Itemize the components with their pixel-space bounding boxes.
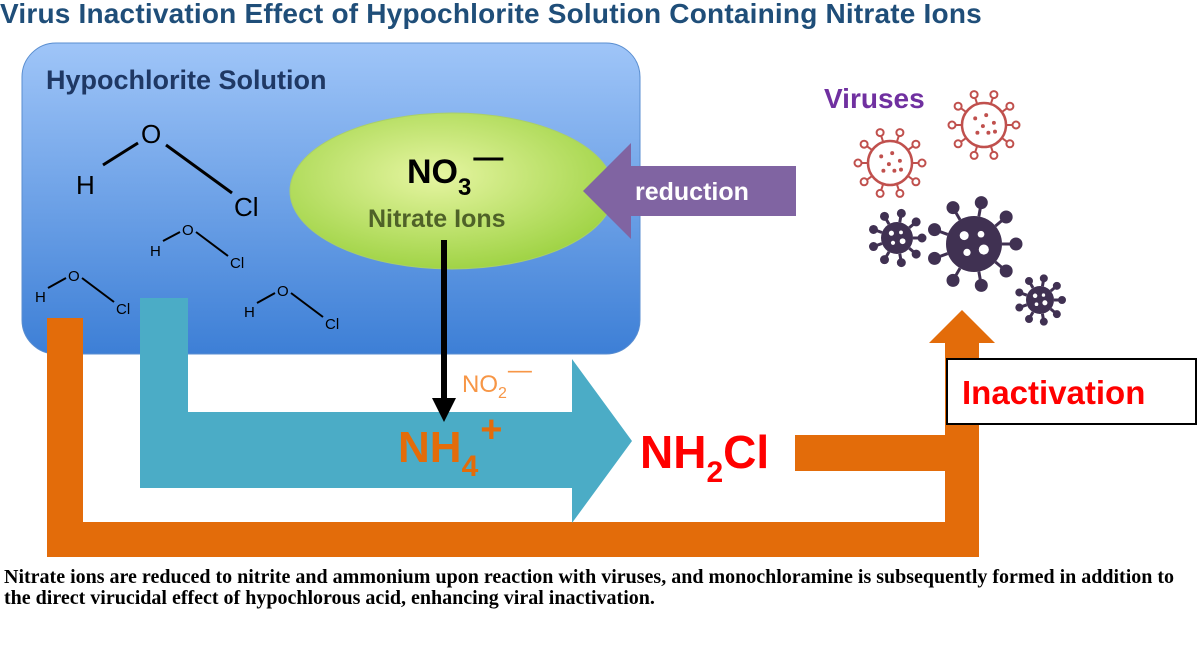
- nitrate-ions-label: Nitrate Ions: [368, 205, 506, 233]
- virus-dark-icon: [869, 208, 927, 268]
- orange-monochloramine-connector: [795, 435, 945, 471]
- monochloramine-formula: NH2Cl: [640, 426, 769, 489]
- nitrate-ions-ellipse: [289, 112, 615, 270]
- svg-text:Cl: Cl: [230, 255, 244, 272]
- orange-direct-pathway-arrow: [47, 310, 995, 557]
- hocl-molecule-small-1: O H Cl: [150, 222, 244, 272]
- svg-text:H: H: [76, 170, 95, 200]
- figure-caption: Nitrate ions are reduced to nitrite and …: [4, 566, 1175, 609]
- nitrate-formula: NO3—: [407, 141, 503, 201]
- svg-text:H: H: [35, 289, 46, 306]
- nitrate-to-ammonium-arrowhead: [432, 398, 456, 422]
- nitrite-formula: NO2—: [462, 357, 532, 402]
- ammonium-formula: NH4+: [398, 409, 502, 483]
- inactivation-label: Inactivation: [962, 374, 1145, 411]
- hocl-molecule-large: O H Cl: [76, 119, 259, 222]
- inactivation-box: [946, 358, 1197, 425]
- reduction-label: reduction: [635, 178, 749, 206]
- hocl-molecule-small-3: O H Cl: [244, 283, 339, 333]
- svg-text:O: O: [141, 119, 161, 149]
- teal-ammonium-pathway-arrow: [140, 298, 632, 523]
- svg-text:H: H: [150, 243, 161, 260]
- svg-text:Cl: Cl: [234, 192, 259, 222]
- virus-outline-icon: [853, 128, 927, 198]
- hocl-molecule-small-2: O H Cl: [35, 268, 130, 318]
- svg-text:Cl: Cl: [116, 301, 130, 318]
- virus-outline-icon: [947, 90, 1021, 160]
- diagram-title: Virus Inactivation Effect of Hypochlorit…: [0, 0, 982, 29]
- virus-dark-icon: [1015, 274, 1066, 326]
- svg-text:O: O: [277, 283, 289, 300]
- viruses-label: Viruses: [824, 83, 925, 114]
- virus-illustrations: [853, 90, 1066, 326]
- svg-text:H: H: [244, 304, 255, 321]
- svg-text:O: O: [182, 222, 194, 239]
- svg-text:O: O: [68, 268, 80, 285]
- hypochlorite-solution-label: Hypochlorite Solution: [46, 65, 327, 95]
- svg-text:Cl: Cl: [325, 316, 339, 333]
- reduction-arrow: [583, 143, 796, 239]
- virus-dark-icon: [928, 196, 1023, 292]
